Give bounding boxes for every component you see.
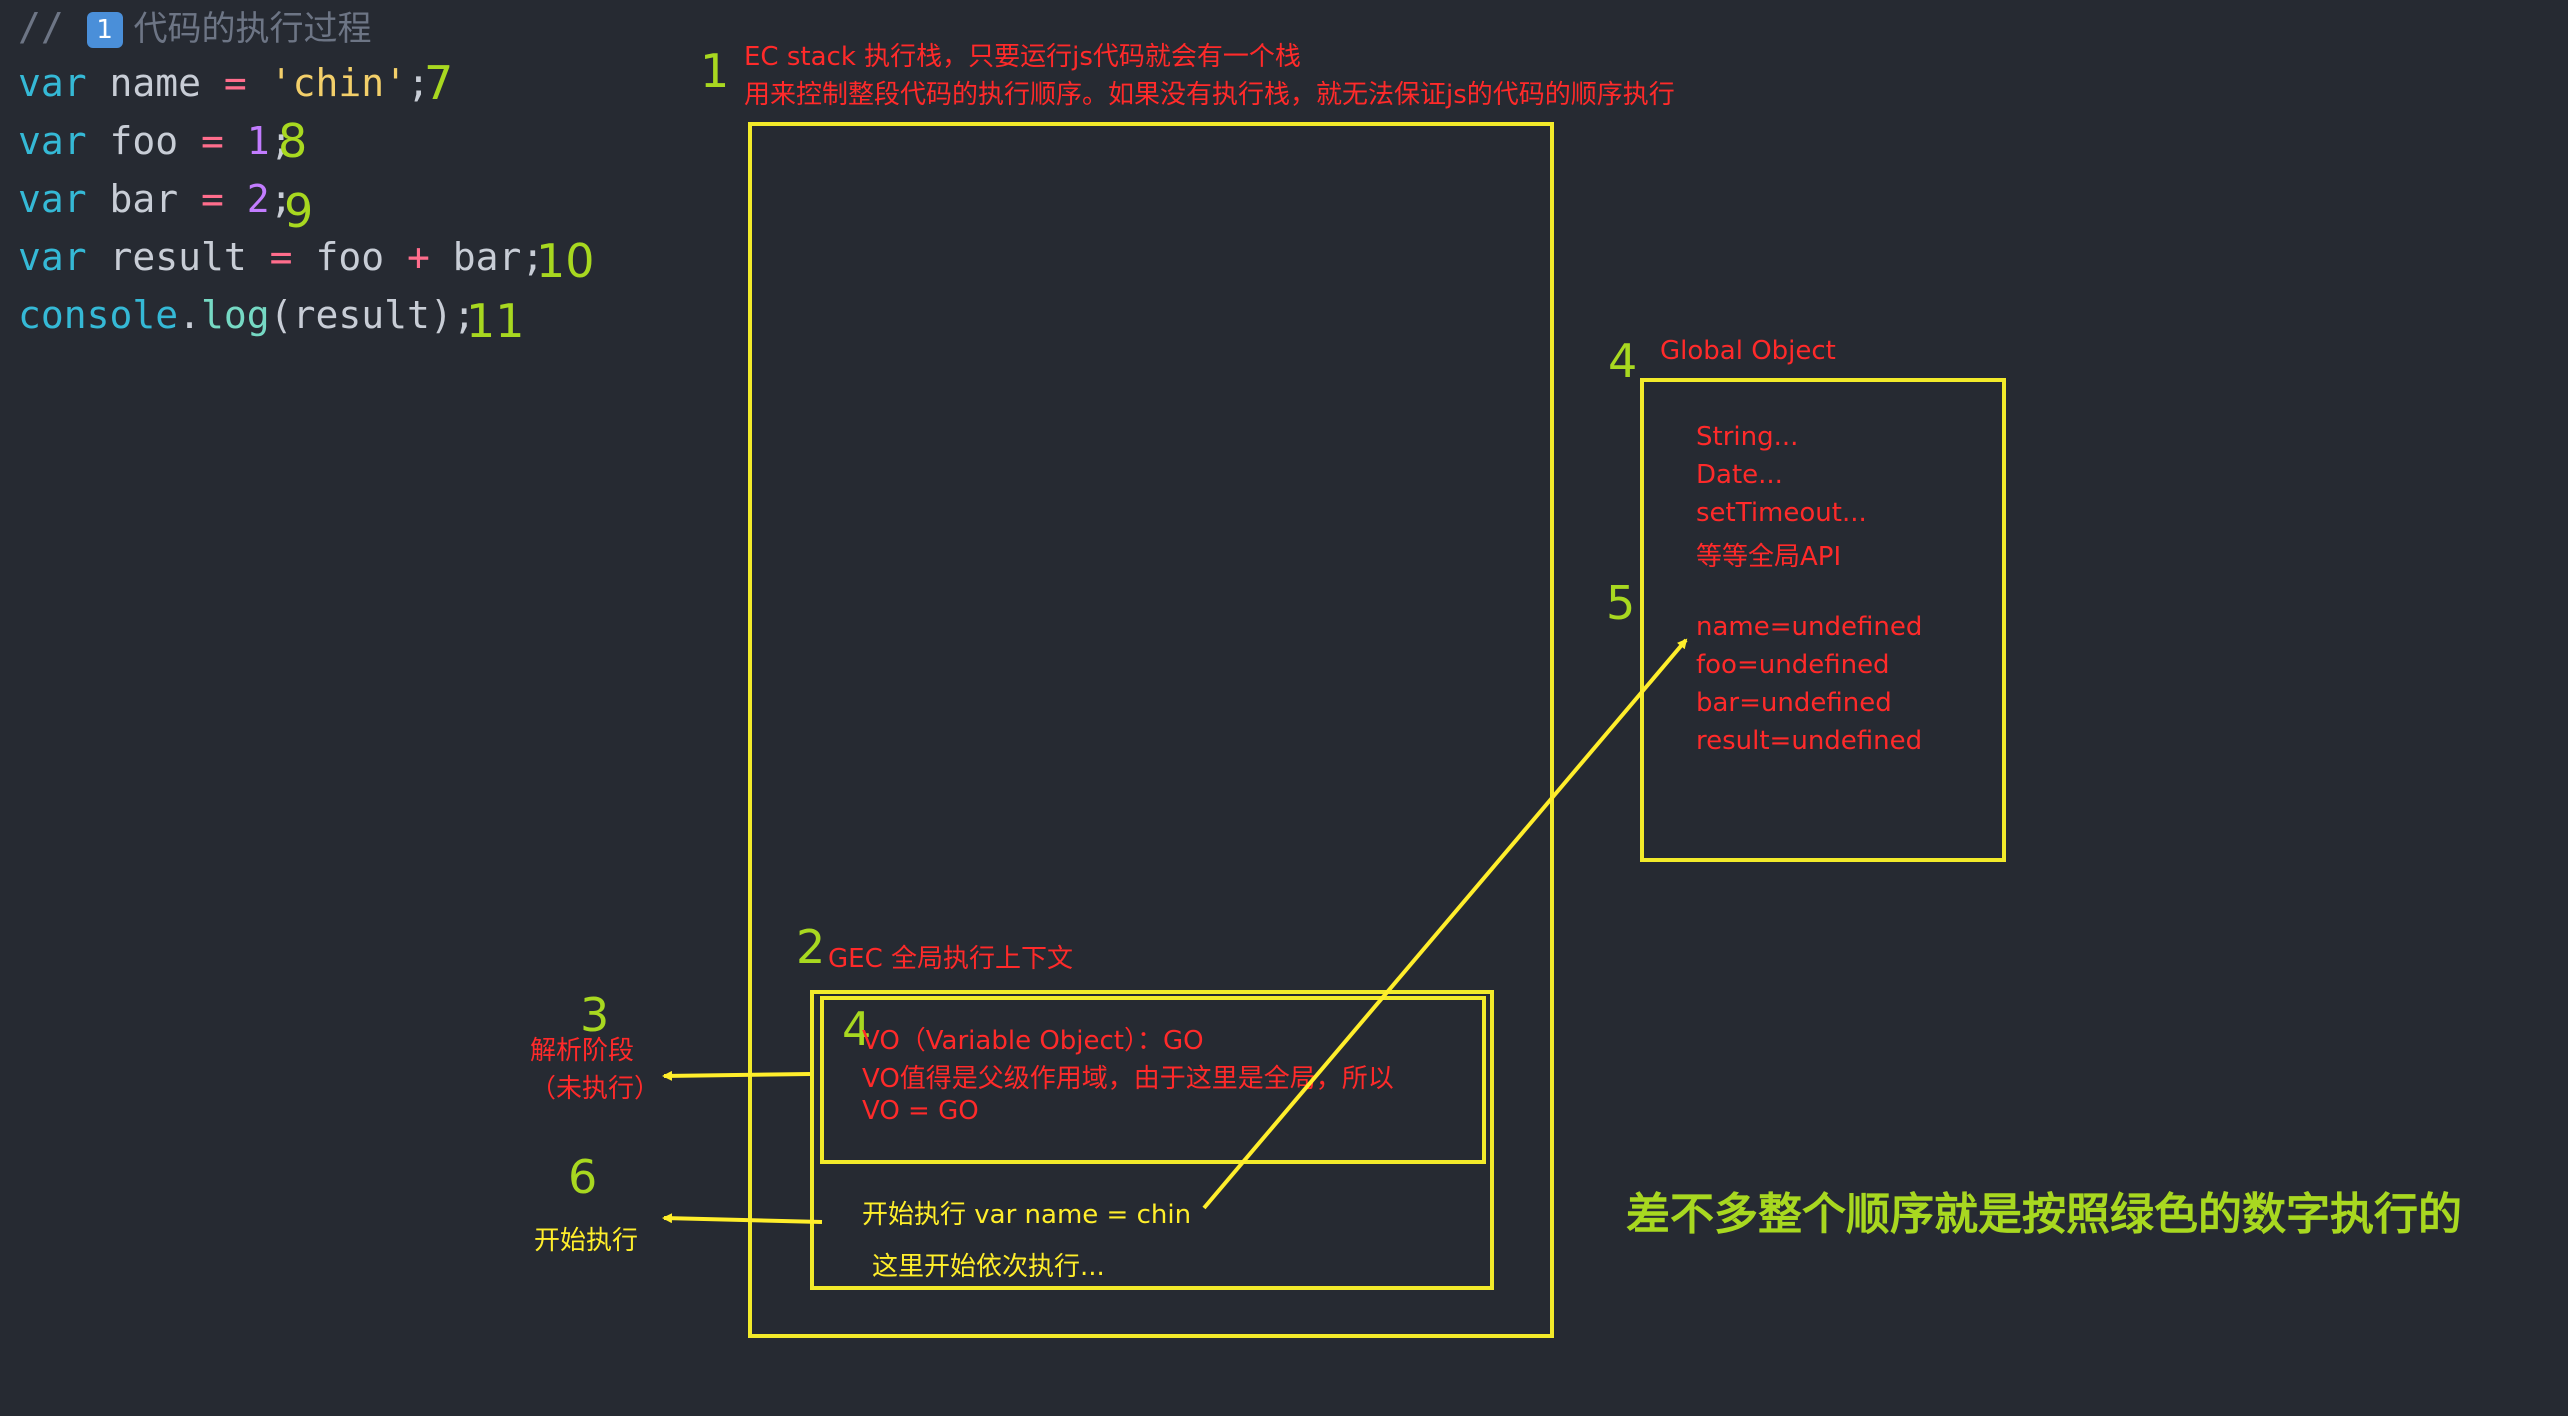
vo-box bbox=[820, 996, 1486, 1164]
api-settimeout: setTimeout... bbox=[1696, 498, 1867, 528]
step-number-2: 2 bbox=[796, 920, 826, 974]
identifier: name bbox=[86, 61, 224, 105]
var-bar: bar=undefined bbox=[1696, 688, 1892, 718]
global-object-box bbox=[1640, 378, 2006, 862]
operator: = bbox=[223, 61, 247, 105]
arrow-to-parse-phase bbox=[662, 1070, 811, 1081]
comment-text: 代码的执行过程 bbox=[122, 9, 372, 49]
code-line-3: var bar = 2; bbox=[18, 180, 293, 218]
identifier-b: bar; bbox=[429, 235, 545, 279]
step-number-7: 7 bbox=[424, 56, 454, 110]
operator: = bbox=[201, 177, 224, 221]
keyword: var bbox=[18, 235, 87, 279]
step-number-1: 1 bbox=[700, 44, 730, 98]
arrow-to-global-object bbox=[1202, 638, 1688, 1210]
dot: . bbox=[178, 293, 202, 337]
step-number-8: 8 bbox=[278, 114, 308, 168]
plus-operator: + bbox=[406, 235, 430, 279]
code-line-4: var result = foo + bar; bbox=[18, 238, 544, 276]
ec-stack-description: 用来控制整段代码的执行顺序。如果没有执行栈，就无法保证js的代码的顺序执行 bbox=[744, 80, 1675, 110]
keyword: var bbox=[18, 119, 87, 163]
code-line-1: var name = 'chin'; bbox=[18, 64, 430, 102]
identifier-a: foo bbox=[292, 235, 407, 279]
start-exec-label: 开始执行 bbox=[534, 1226, 639, 1256]
vo-line-3: VO = GO bbox=[862, 1096, 979, 1126]
global-object-title: Global Object bbox=[1660, 336, 1836, 366]
var-result: result=undefined bbox=[1696, 726, 1923, 756]
code-comment: // 1 代码的执行过程 bbox=[18, 8, 371, 48]
ec-stack-title: EC stack 执行栈，只要运行js代码就会有一个栈 bbox=[744, 42, 1301, 72]
semicolon: ; bbox=[269, 177, 293, 221]
step-number-4-vo: 4 bbox=[842, 1002, 872, 1056]
var-foo: foo=undefined bbox=[1696, 650, 1890, 680]
step-number-9: 9 bbox=[284, 184, 314, 238]
parse-phase-note: （未执行） bbox=[530, 1074, 661, 1104]
comment-slashes: // bbox=[18, 5, 87, 49]
number-literal: 1 bbox=[223, 119, 270, 163]
step-number-4-go: 4 bbox=[1608, 334, 1638, 388]
var-name: name=undefined bbox=[1696, 612, 1923, 642]
code-line-2: var foo = 1; bbox=[18, 122, 293, 160]
execution-line-2: 这里开始依次执行... bbox=[872, 1252, 1105, 1282]
call-args: (result); bbox=[269, 293, 476, 337]
string-literal: 'chin' bbox=[246, 61, 407, 105]
operator: = bbox=[269, 235, 293, 279]
ec-stack-box bbox=[748, 122, 1554, 1338]
execution-line-1: 开始执行 var name = chin bbox=[862, 1200, 1192, 1230]
identifier: bar bbox=[86, 177, 202, 221]
api-string: String... bbox=[1696, 422, 1799, 452]
console-object: console bbox=[18, 293, 179, 337]
log-method: log bbox=[201, 293, 270, 337]
step-number-3: 3 bbox=[580, 988, 610, 1042]
step-number-6: 6 bbox=[568, 1150, 598, 1204]
vo-line-1: VO（Variable Object）：GO bbox=[862, 1026, 1204, 1056]
parse-phase-label: 解析阶段 bbox=[530, 1036, 635, 1066]
summary-note: 差不多整个顺序就是按照绿色的数字执行的 bbox=[1626, 1189, 2462, 1240]
api-global-note: 等等全局API bbox=[1696, 542, 1842, 572]
step-number-11: 11 bbox=[466, 294, 525, 348]
identifier: foo bbox=[86, 119, 202, 163]
operator: = bbox=[201, 119, 224, 163]
number-literal: 2 bbox=[223, 177, 270, 221]
arrow-to-start-exec bbox=[662, 1213, 823, 1224]
api-date: Date... bbox=[1696, 460, 1783, 490]
gec-title: GEC 全局执行上下文 bbox=[828, 944, 1073, 974]
identifier: result bbox=[86, 235, 270, 279]
step-number-10: 10 bbox=[536, 234, 595, 288]
code-line-5: console.log(result); bbox=[18, 296, 476, 334]
step-number-5: 5 bbox=[1606, 576, 1636, 630]
keyword: var bbox=[18, 61, 87, 105]
semicolon: ; bbox=[269, 119, 293, 163]
gec-box bbox=[810, 990, 1494, 1290]
keyword: var bbox=[18, 177, 87, 221]
semicolon: ; bbox=[406, 61, 430, 105]
keycap-one-icon: 1 bbox=[86, 12, 123, 48]
